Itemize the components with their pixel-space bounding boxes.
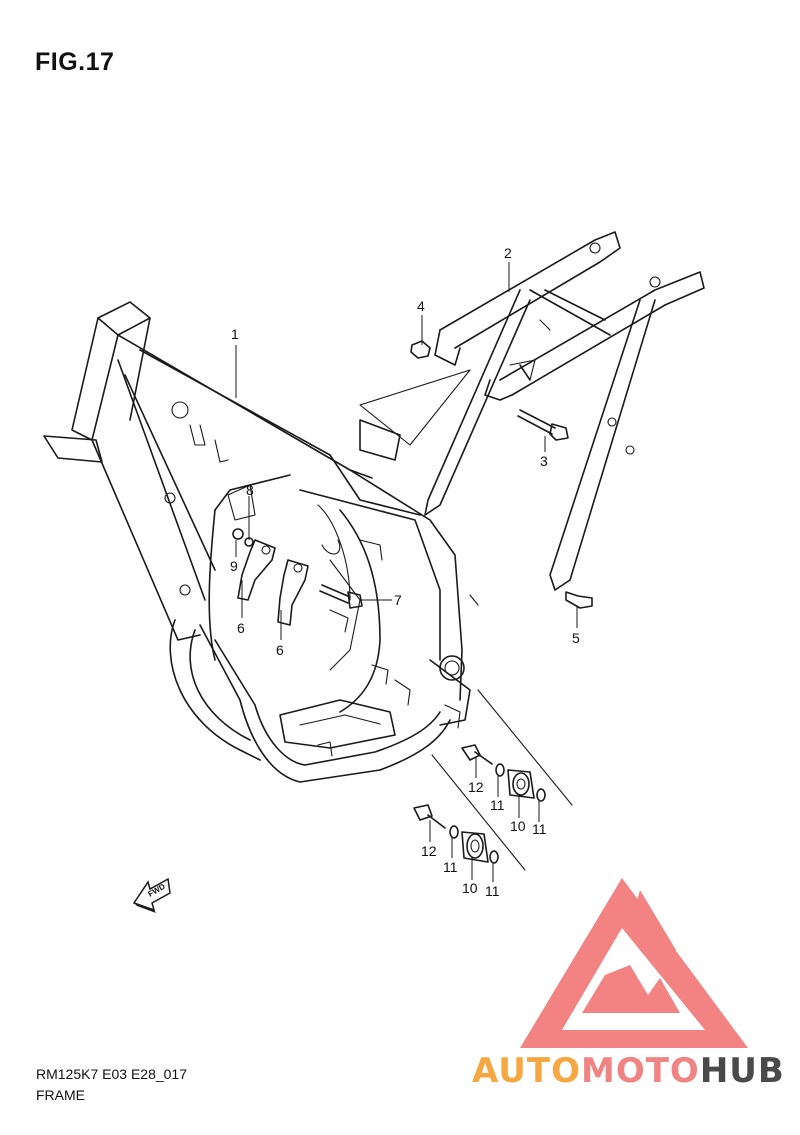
callout-11a: 11 [490,797,505,813]
plate-6a [237,539,276,601]
watermark-text-hub: HUB [700,1051,785,1091]
nut-4 [410,340,431,359]
washer-9 [232,528,244,540]
callout-12b: 12 [421,843,437,859]
callout-4: 4 [417,298,425,314]
callout-10a: 10 [510,818,526,834]
roller-10a [507,769,535,799]
washer-11c [449,825,459,839]
washer-11b [536,788,546,802]
callout-12a: 12 [468,779,484,795]
callout-8: 8 [246,482,254,498]
callout-3: 3 [540,453,548,469]
callout-11d: 11 [485,883,500,899]
callout-labels: 1 2 3 4 5 6 6 7 8 9 10 10 11 11 11 11 12… [230,245,580,899]
callout-2: 2 [504,245,512,261]
callout-9: 9 [230,558,238,574]
callout-5: 5 [572,630,580,646]
bolt-3 [517,409,569,441]
leader-lines [235,262,578,882]
callout-1: 1 [231,326,239,342]
main-frame [43,301,479,783]
roller-bolt-12a [461,744,493,765]
callout-10b: 10 [462,880,478,896]
callout-6a: 6 [237,620,245,636]
figure-code: RM125K7 E03 E28_017 [36,1066,187,1082]
callout-11c: 11 [443,859,458,875]
callout-7: 7 [394,592,402,608]
washer-11a [495,763,505,777]
rear-subframe [424,231,705,591]
watermark-logo-icon [520,878,748,1048]
roller-bolt-12b [413,804,446,829]
forward-arrow-icon: FWD [132,877,171,913]
callout-11b: 11 [532,821,547,837]
figure-title: FIG.17 [35,48,115,76]
figure-name: FRAME [36,1087,85,1103]
washer-11d [489,850,499,864]
callout-6b: 6 [276,642,284,658]
watermark-text-auto: AUTO [472,1051,581,1091]
assembly-guide-lines [359,369,471,446]
bolt-5 [565,591,593,609]
assembly-guide-lines-lower [431,689,573,871]
roller-10b [461,831,489,863]
bolt-7 [319,584,363,609]
plate-6b [277,559,309,626]
watermark-text-moto: MOTO [581,1051,700,1091]
watermark-text: AUTOMOTOHUB [472,1051,785,1091]
